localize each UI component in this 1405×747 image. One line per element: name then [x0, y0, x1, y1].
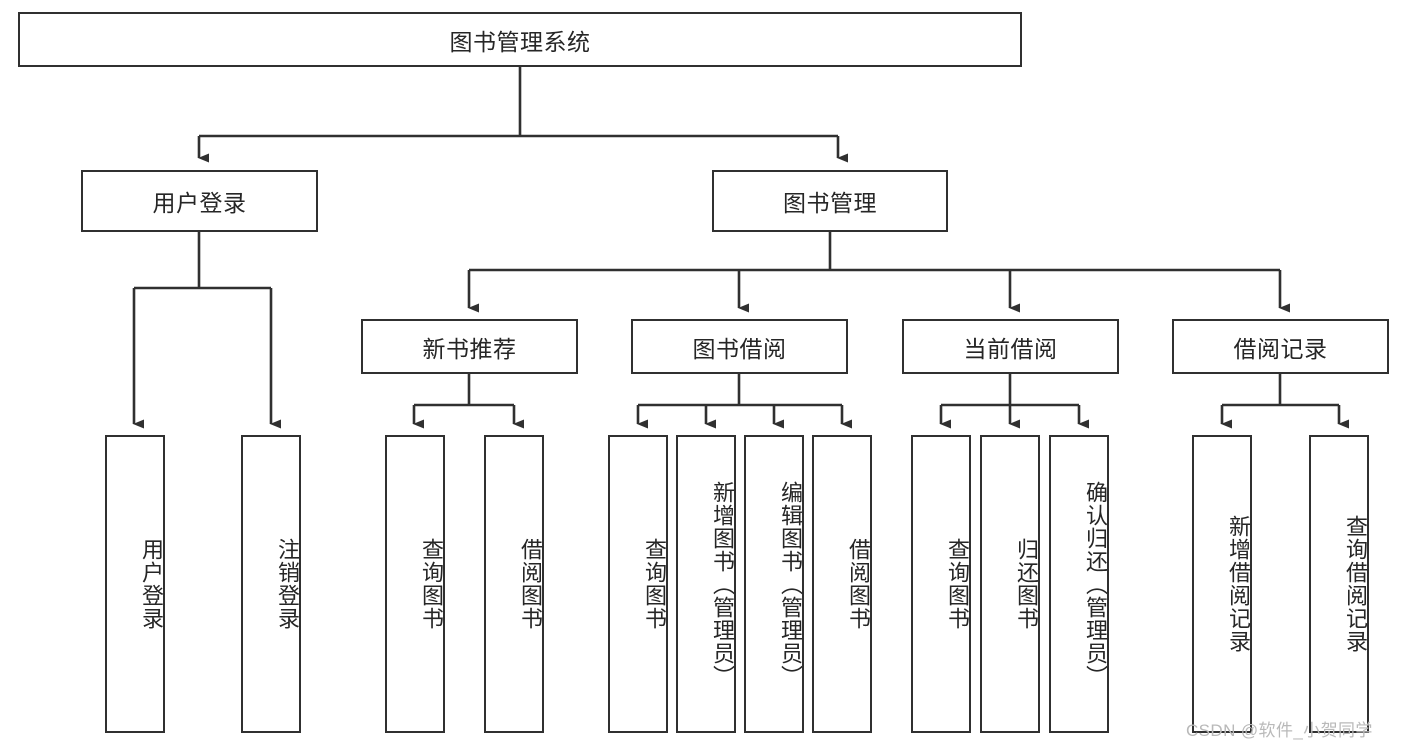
- node-label: 借阅记录: [1233, 335, 1328, 362]
- node-new-book-recommend[interactable]: 新书推荐: [361, 319, 578, 374]
- leaf-borrow-edit-book-admin[interactable]: 编辑图书（管理员）: [744, 435, 804, 733]
- node-label: 图书管理: [783, 190, 877, 216]
- node-label: 查询图书: [642, 538, 667, 630]
- node-label: 用户登录: [139, 538, 164, 630]
- leaf-user-login-logout[interactable]: 注销登录: [241, 435, 301, 733]
- node-book-borrow[interactable]: 图书借阅: [631, 319, 848, 374]
- leaf-borrow-borrow-book[interactable]: 借阅图书: [812, 435, 872, 733]
- node-label: 借阅图书: [518, 538, 543, 630]
- node-label: 新增借阅记录: [1226, 515, 1251, 653]
- node-label: 新增图书（管理员）: [710, 480, 735, 688]
- node-label: 图书借阅: [692, 335, 787, 362]
- leaf-borrow-query-book[interactable]: 查询图书: [608, 435, 668, 733]
- node-label: 确认归还（管理员）: [1083, 480, 1108, 688]
- leaf-recommend-query-book[interactable]: 查询图书: [385, 435, 445, 733]
- leaf-record-add-record[interactable]: 新增借阅记录: [1192, 435, 1252, 733]
- node-borrow-record[interactable]: 借阅记录: [1172, 319, 1389, 374]
- node-label: 借阅图书: [846, 538, 871, 630]
- leaf-recommend-borrow-book[interactable]: 借阅图书: [484, 435, 544, 733]
- node-label: 当前借阅: [963, 335, 1058, 362]
- node-user-login[interactable]: 用户登录: [81, 170, 318, 232]
- watermark-text: CSDN @软件_小贺同学: [1186, 721, 1373, 740]
- leaf-borrow-add-book-admin[interactable]: 新增图书（管理员）: [676, 435, 736, 733]
- node-label: 查询图书: [419, 538, 444, 630]
- node-label: 查询图书: [945, 538, 970, 630]
- node-root-system[interactable]: 图书管理系统: [18, 12, 1022, 67]
- leaf-current-return-book[interactable]: 归还图书: [980, 435, 1040, 733]
- node-label: 查询借阅记录: [1343, 515, 1368, 653]
- node-label: 归还图书: [1014, 538, 1039, 630]
- node-current-borrow[interactable]: 当前借阅: [902, 319, 1119, 374]
- node-book-management[interactable]: 图书管理: [712, 170, 948, 232]
- node-label: 新书推荐: [422, 335, 517, 362]
- leaf-user-login-login[interactable]: 用户登录: [105, 435, 165, 733]
- leaf-record-query-record[interactable]: 查询借阅记录: [1309, 435, 1369, 733]
- leaf-current-query-book[interactable]: 查询图书: [911, 435, 971, 733]
- node-label: 图书管理系统: [449, 28, 591, 55]
- node-label: 用户登录: [152, 190, 247, 216]
- node-label: 编辑图书（管理员）: [778, 480, 803, 688]
- leaf-current-confirm-return-admin[interactable]: 确认归还（管理员）: [1049, 435, 1109, 733]
- node-label: 注销登录: [275, 538, 300, 630]
